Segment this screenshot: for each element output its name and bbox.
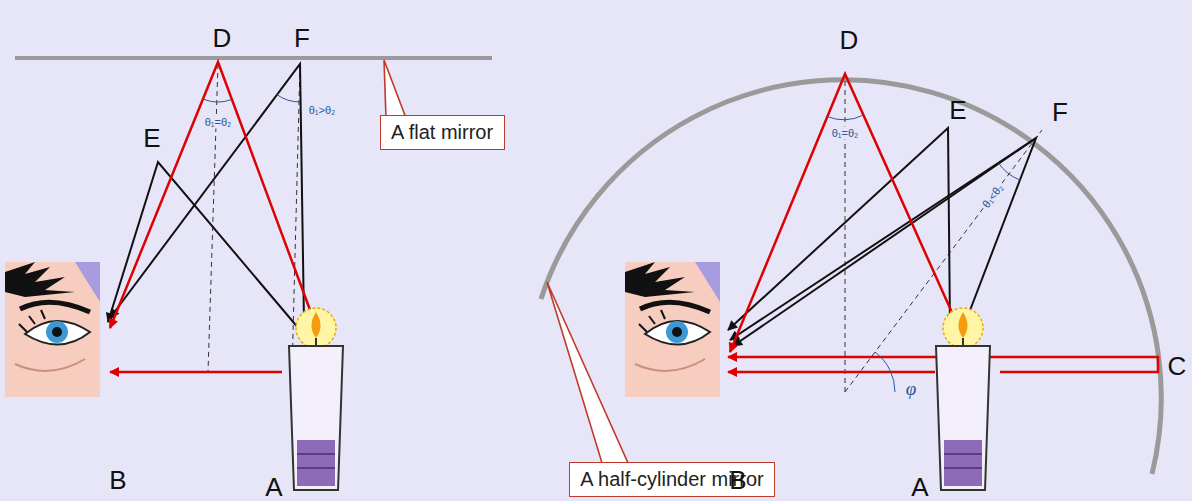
candle-base <box>297 440 335 486</box>
eye-lashes <box>19 310 45 332</box>
light-ray-red <box>110 371 282 374</box>
eye-hair <box>5 262 75 297</box>
light-ray-red <box>730 74 958 352</box>
eye-corner <box>75 262 100 302</box>
point-label: D <box>840 27 859 53</box>
callout-tail <box>547 282 628 463</box>
point-label: B <box>109 467 126 493</box>
eye-hair <box>625 262 695 297</box>
eye-skin <box>5 262 100 397</box>
normal-line <box>208 64 218 372</box>
eye-white <box>25 321 90 345</box>
candle-base <box>944 440 982 486</box>
callout-box: A flat mirror <box>380 115 505 150</box>
candle-flame <box>312 312 321 338</box>
angle-arc <box>203 99 232 102</box>
eye-shade <box>635 359 705 371</box>
candle-cup <box>936 346 990 490</box>
candle-picture <box>289 308 343 490</box>
eye-pupil <box>52 327 62 337</box>
candle-cup <box>289 346 343 490</box>
callout-text: A flat mirror <box>391 121 493 144</box>
eye-picture <box>625 262 720 397</box>
eye-brow <box>640 302 710 312</box>
normal-line <box>845 76 846 392</box>
angle-label: θ₁>θ₂ <box>307 104 338 117</box>
light-ray <box>728 128 950 330</box>
eye-lashes <box>639 310 665 332</box>
eye-picture <box>5 262 100 397</box>
point-label: B <box>729 467 746 493</box>
light-ray-red <box>110 62 316 328</box>
light-ray <box>110 64 304 322</box>
point-label: F <box>1052 99 1068 125</box>
point-label: C <box>1168 353 1187 379</box>
candle-wick <box>315 338 317 346</box>
point-label: A <box>265 474 282 500</box>
angle-arc <box>875 352 895 392</box>
angle-arc <box>827 115 864 120</box>
eye-brow <box>20 302 90 312</box>
candle-wick <box>962 338 964 346</box>
point-label: E <box>143 125 160 151</box>
angle-label: θ₁=θ₂ <box>203 116 234 129</box>
eye-iris <box>46 321 68 343</box>
point-label: A <box>911 474 928 500</box>
candle-stripes <box>297 454 335 468</box>
candle-flame <box>959 312 968 338</box>
light-ray-red <box>728 371 935 374</box>
candle-glow <box>943 308 983 348</box>
light-ray <box>108 162 300 330</box>
half-cylinder-mirror <box>541 80 1161 474</box>
eye-pupil <box>672 327 682 337</box>
angle-arc <box>998 163 1020 180</box>
angle-label: θ₁=θ₂ <box>830 127 861 140</box>
candle-stripes <box>944 454 982 468</box>
flat-mirror <box>15 56 492 60</box>
eye-white <box>645 321 710 345</box>
angle-label: φ <box>904 378 919 399</box>
angle-label: θ₁<θ₂ <box>979 180 1008 212</box>
eye-iris <box>666 321 688 343</box>
point-label: D <box>213 25 232 51</box>
eye-corner <box>695 262 720 302</box>
candle-picture <box>936 308 990 490</box>
candle-glow <box>296 308 336 348</box>
light-ray <box>733 138 1036 346</box>
angle-arc <box>276 94 300 102</box>
callout-tail <box>384 60 406 118</box>
point-label: E <box>949 97 966 123</box>
point-label: F <box>294 25 310 51</box>
eye-skin <box>625 262 720 397</box>
eye-shade <box>15 359 85 371</box>
